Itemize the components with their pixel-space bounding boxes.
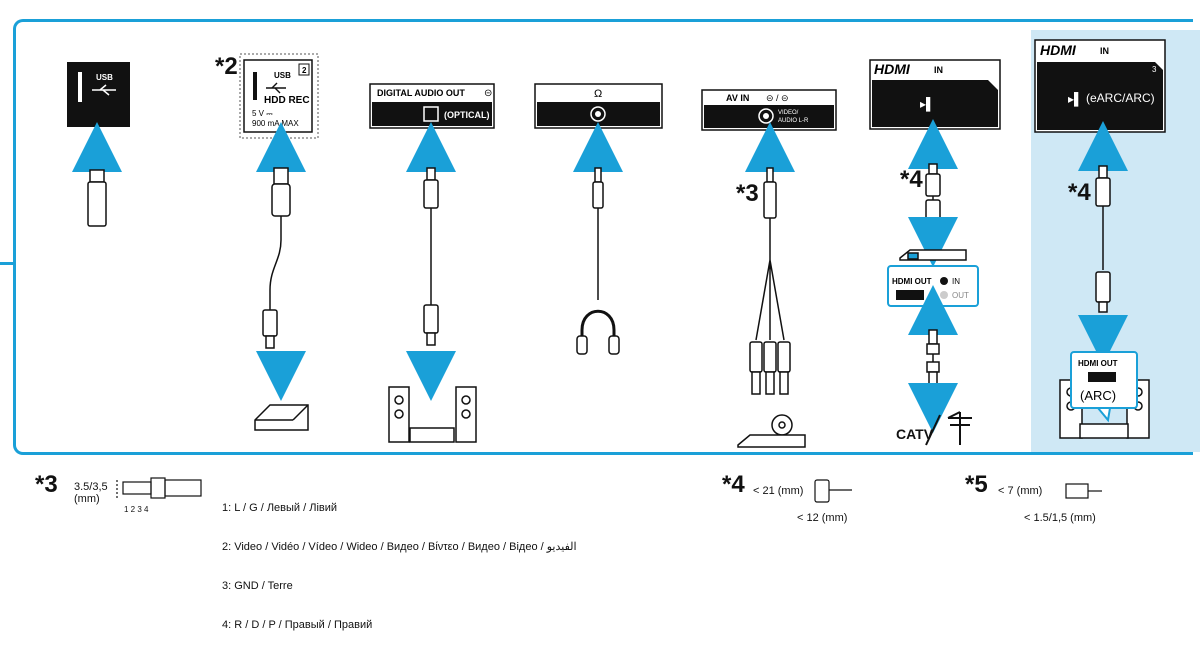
- svg-text:AV IN: AV IN: [726, 93, 749, 103]
- svg-text:▸▌: ▸▌: [1068, 92, 1083, 107]
- footnote-3-mark: *3: [35, 471, 58, 498]
- svg-text:USB: USB: [96, 73, 113, 82]
- svg-text:HDD REC: HDD REC: [264, 95, 310, 106]
- hdmi-dim-diagram-icon: [814, 479, 852, 503]
- svg-text:IN: IN: [934, 65, 943, 75]
- footnote-4-mark: *4: [722, 471, 745, 498]
- coax-depth-label: < 1.5/1,5 (mm): [1024, 512, 1096, 524]
- jack-size-label: 3.5/3,5 (mm): [74, 481, 108, 505]
- connection-diagram: USB USB 2 HDD REC 5 V ⎓ 900 mA MAX: [67, 39, 1166, 503]
- svg-text:900 mA MAX: 900 mA MAX: [252, 119, 299, 128]
- svg-text:5 V ⎓: 5 V ⎓: [252, 109, 273, 118]
- svg-text:▸▌: ▸▌: [920, 97, 935, 112]
- hdmi-depth-label: < 12 (mm): [797, 512, 848, 524]
- note-2-marker: *2: [215, 53, 238, 80]
- svg-text:(ARC): (ARC): [1080, 388, 1116, 403]
- hdmi-cable-icon: [925, 163, 941, 223]
- svg-text:HDMI: HDMI: [1040, 42, 1077, 58]
- diagram-frame: [13, 19, 1193, 455]
- footnote-5-mark: *5: [965, 471, 988, 498]
- svg-text:2: 2: [302, 66, 307, 75]
- hdmi-width-label: < 21 (mm): [753, 485, 804, 497]
- usb-port-1: USB: [67, 62, 130, 127]
- hdmi-port: HDMI IN ▸▌: [869, 59, 1001, 130]
- note-4-marker-arc: *4: [1068, 179, 1091, 206]
- pin-line-4: 4: R / D / P / Правый / Правий: [222, 619, 373, 631]
- svg-text:HDMI OUT: HDMI OUT: [1078, 359, 1118, 368]
- svg-text:OUT: OUT: [952, 291, 969, 300]
- usb-trident-icon: [92, 84, 116, 96]
- coax-dim-diagram-icon: [1065, 483, 1102, 499]
- set-top-box-icon: [899, 249, 967, 261]
- catv-label: CATV: [896, 426, 934, 442]
- optical-port: DIGITAL AUDIO OUT ⊝ (OPTICAL): [369, 83, 495, 129]
- svg-text:(eARC/ARC): (eARC/ARC): [1086, 91, 1155, 105]
- note-3-marker: *3: [736, 180, 759, 207]
- svg-text:3: 3: [1152, 65, 1157, 74]
- svg-text:VIDEO/: VIDEO/: [778, 110, 799, 116]
- external-hdd-icon: [254, 404, 309, 431]
- jack-pins-label: 1 2 3 4: [124, 505, 149, 514]
- coax-width-label: < 7 (mm): [998, 485, 1043, 497]
- usb-port-2: USB 2 HDD REC 5 V ⎓ 900 mA MAX: [243, 59, 313, 133]
- dvd-player-icon: [737, 414, 806, 448]
- headphone-icon: Ω: [594, 88, 602, 100]
- optical-cable-icon: [423, 167, 439, 346]
- pin-line-1: 1: L / G / Левый / Лівий: [222, 502, 338, 514]
- home-theatre-icon: [388, 386, 477, 443]
- note-4-marker: *4: [900, 166, 923, 193]
- digital-out-icon: ⊝: [484, 88, 492, 99]
- av-in-port: AV IN ⊝ / ⊝ VIDEO/ AUDIO L-R: [701, 89, 837, 131]
- svg-text:(OPTICAL): (OPTICAL): [444, 110, 490, 120]
- frame-tab: [0, 262, 16, 265]
- headphone-port: Ω: [534, 83, 663, 129]
- hdmi-earc-port: HDMI IN 3 ▸▌ (eARC/ARC): [1034, 39, 1166, 133]
- svg-text:HDMI OUT: HDMI OUT: [892, 277, 932, 286]
- av-cable-icon: [749, 167, 791, 395]
- svg-text:HDMI: HDMI: [874, 61, 911, 77]
- pin-line-3: 3: GND / Terre: [222, 580, 293, 592]
- svg-text:IN: IN: [952, 277, 960, 286]
- coax-cable-icon: [926, 329, 940, 387]
- svg-text:AUDIO L-R: AUDIO L-R: [778, 118, 809, 124]
- input-icon: ⊝ / ⊝: [766, 93, 789, 103]
- svg-text:DIGITAL AUDIO OUT: DIGITAL AUDIO OUT: [377, 88, 465, 98]
- jack-pin-legend: 1: L / G / Левый / Лівий 2: Video / Vidé…: [222, 476, 577, 645]
- usb-cable-icon: [262, 167, 291, 349]
- jack-diagram-icon: [116, 477, 202, 500]
- antenna-icon: [925, 411, 972, 446]
- set-top-box-panel: HDMI OUT IN OUT: [887, 265, 979, 307]
- svg-text:USB: USB: [274, 71, 291, 80]
- hdmi-arc-cable-icon: [1095, 165, 1111, 313]
- soundbar-hdmi-panel: HDMI OUT (ARC): [1070, 351, 1138, 423]
- svg-text:IN: IN: [1100, 46, 1109, 56]
- usb-stick-icon: [87, 169, 107, 227]
- headphone-cable-icon: [576, 167, 620, 355]
